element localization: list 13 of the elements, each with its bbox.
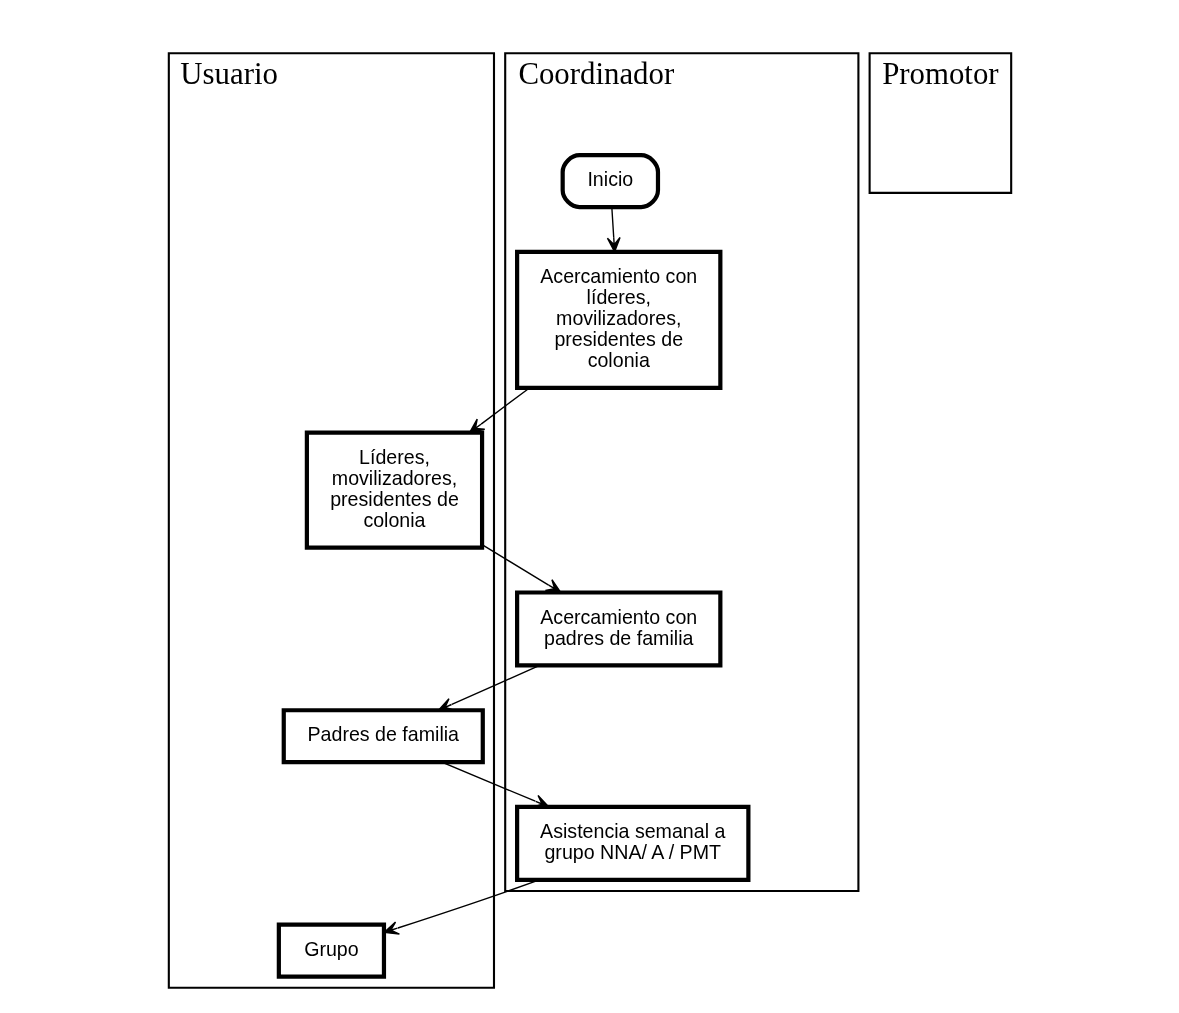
- node-box: Acercamiento con líderes, movilizadores, presidentes de colonia: [514, 249, 722, 390]
- node-box: Acercamiento con padres de familia: [514, 590, 722, 668]
- node-box: Grupo: [276, 922, 386, 979]
- arrow: [481, 544, 561, 594]
- node-box: Padres de familia: [281, 708, 485, 765]
- node-box: Promotor: [868, 52, 1012, 194]
- node-box: Líderes, movilizadores, presidentes de colonia: [304, 430, 484, 550]
- arrow: [437, 664, 540, 711]
- arrow: [441, 761, 549, 808]
- node-box: Asistencia semanal a grupo NNA/ A / PMT: [514, 804, 750, 882]
- arrow: [606, 206, 621, 253]
- arrow: [468, 387, 530, 434]
- node-box: Inicio: [560, 153, 660, 210]
